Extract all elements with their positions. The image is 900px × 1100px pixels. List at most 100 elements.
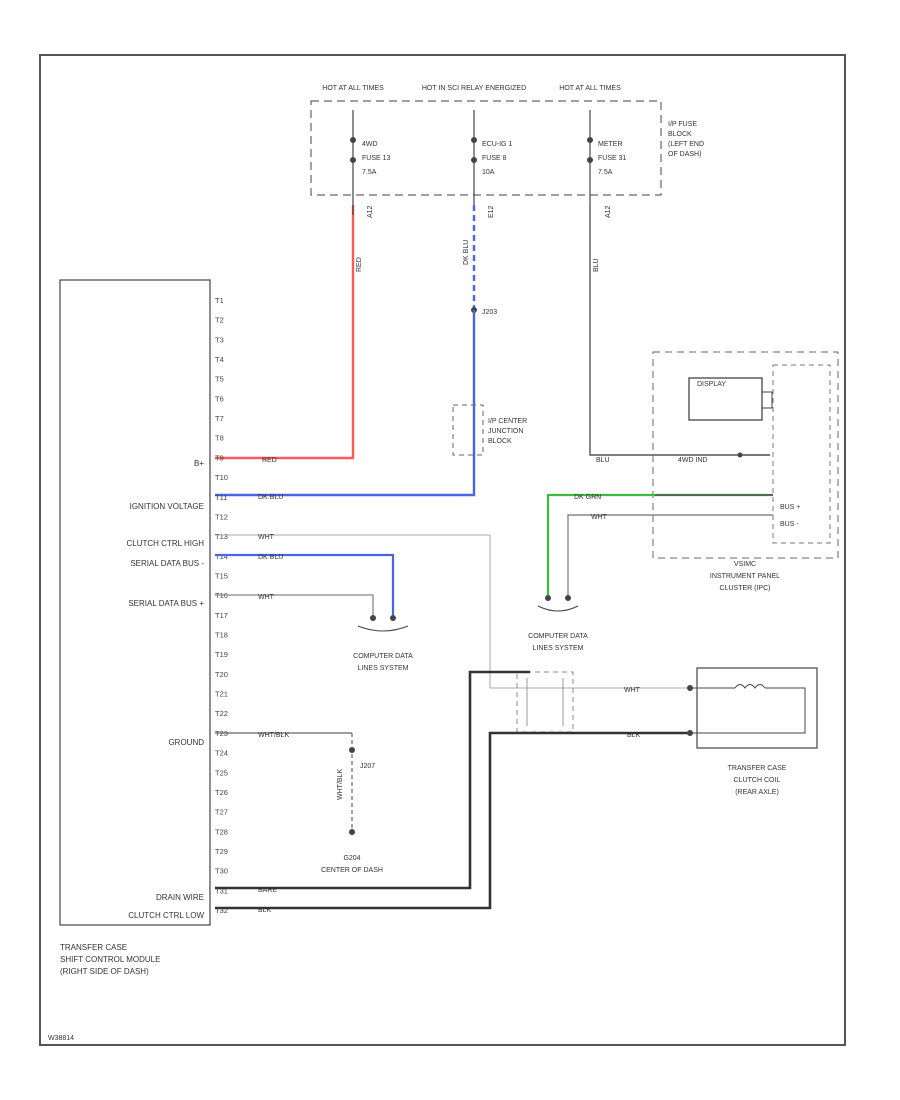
ipc-name-1: VSIMC <box>734 561 756 568</box>
fuse-ecu-name: ECU-IG 1 <box>482 141 512 148</box>
func-drain: DRAIN WIRE <box>156 893 204 902</box>
data-lines-label-left-1: COMPUTER DATA <box>353 653 413 660</box>
ipc-name-2: INSTRUMENT PANEL <box>710 573 780 580</box>
wire-wht-blk-label: WHT/BLK <box>258 732 289 739</box>
wire-blk-clutch-low <box>215 731 690 910</box>
module-pin-t6: T6 <box>215 394 224 403</box>
fuse-4wd: 4WD FUSE 13 7.5A A12 <box>350 110 391 218</box>
func-serial-minus: SERIAL DATA BUS - <box>130 559 204 568</box>
ipc-name-3: CLUSTER (IPC) <box>720 585 771 592</box>
wire-wht-serial <box>215 594 374 615</box>
wire-dkblu-ignition <box>215 455 476 497</box>
wire-wht-ipc <box>567 514 773 595</box>
ipc-bus-minus-label: BUS - <box>780 521 799 528</box>
module-pin-t24: T24 <box>215 749 228 758</box>
module-pin-t14: T14 <box>215 552 228 561</box>
hot-label-2: HOT IN SCI RELAY ENERGIZED <box>422 85 526 92</box>
transfer-case-module: T1T2T3T4T5T6T7T8T9T10T11T12T13T14T15T16T… <box>59 279 228 976</box>
wire-red-label-vert: RED <box>356 257 363 272</box>
wire-dkblu-ign-label: DK BLU <box>258 494 283 501</box>
module-pin-t1: T1 <box>215 296 224 305</box>
module-pin-t27: T27 <box>215 808 228 817</box>
module-pin-t4: T4 <box>215 355 224 364</box>
fuse-meter: METER FUSE 31 7.5A A12 <box>587 110 627 218</box>
module-pin-t15: T15 <box>215 571 228 580</box>
ground-g204-symbol <box>349 829 355 835</box>
module-pin-t30: T30 <box>215 867 228 876</box>
footer-code: W38814 <box>48 1035 74 1042</box>
wire-blk-coil-label: BLK <box>627 732 641 739</box>
wire-wht-ipc-label: WHT <box>591 514 608 521</box>
wire-dkgrn-label: DK GRN <box>574 494 601 501</box>
ground-g204-location: CENTER OF DASH <box>321 867 383 874</box>
func-serial-plus: SERIAL DATA BUS + <box>128 599 204 608</box>
wire-wht-serial-label: WHT <box>258 594 275 601</box>
ipc-bus-plus-label: BUS + <box>780 504 800 511</box>
module-pin-t12: T12 <box>215 512 228 521</box>
wire-red <box>215 205 355 460</box>
module-pin-t7: T7 <box>215 414 224 423</box>
fuse-block-location-1: I/P FUSE <box>668 121 697 128</box>
ip-junction-label-3: BLOCK <box>488 438 512 445</box>
func-b-plus: B+ <box>194 459 204 468</box>
module-pin-t18: T18 <box>215 631 228 640</box>
wire-bare-label: BARE <box>258 887 277 894</box>
module-pin-t11: T11 <box>215 493 227 502</box>
ip-junction-label-1: I/P CENTER <box>488 418 527 425</box>
module-name-2: SHIFT CONTROL MODULE <box>60 955 160 964</box>
inline-connector <box>516 671 574 733</box>
func-ignition: IGNITION VOLTAGE <box>130 502 204 511</box>
coil-name-2: CLUTCH COIL <box>734 777 781 784</box>
data-lines-label-right-2: LINES SYSTEM <box>533 645 584 652</box>
ip-junction-label-2: JUNCTION <box>488 428 523 435</box>
module-name-1: TRANSFER CASE <box>60 943 127 952</box>
data-lines-label-left-2: LINES SYSTEM <box>358 665 409 672</box>
ipc-display <box>688 377 763 421</box>
fuse-meter-rating: 7.5A <box>598 169 613 176</box>
fuse-meter-name: METER <box>598 141 623 148</box>
module-pin-t16: T16 <box>215 591 228 600</box>
wire-wht-coil-label: WHT <box>624 687 641 694</box>
module-name-3: (RIGHT SIDE OF DASH) <box>60 967 149 976</box>
wire-dkblu-label-vert: DK BLU <box>463 240 470 265</box>
wire-blu-label-vert: BLU <box>593 258 600 272</box>
fuse-4wd-name: 4WD <box>362 141 378 148</box>
module-pin-t3: T3 <box>215 335 224 344</box>
module-pin-t10: T10 <box>215 473 228 482</box>
data-lines-label-right-1: COMPUTER DATA <box>528 633 588 640</box>
wire-blu-label: BLU <box>596 457 610 464</box>
wire-blu-meter <box>589 205 770 456</box>
wire-wht-clutch-label: WHT <box>258 534 275 541</box>
module-pin-t28: T28 <box>215 827 228 836</box>
module-pin-t19: T19 <box>215 650 228 659</box>
diagram-frame <box>39 54 846 1046</box>
module-pin-t29: T29 <box>215 847 228 856</box>
splice-j207-label: J207 <box>360 763 375 770</box>
fuse-ecu-ig1: ECU-IG 1 FUSE 8 10A E12 <box>471 110 512 218</box>
module-pin-t20: T20 <box>215 670 228 679</box>
fuse-meter-circuit: A12 <box>605 205 612 218</box>
wire-dkgrn-ipc <box>546 493 773 595</box>
module-pin-t22: T22 <box>215 709 228 718</box>
module-pin-t17: T17 <box>215 611 228 620</box>
module-pin-t8: T8 <box>215 434 224 443</box>
module-pin-t5: T5 <box>215 375 224 384</box>
module-pin-t31: T31 <box>215 886 228 895</box>
module-pin-t26: T26 <box>215 788 228 797</box>
ipc-display-label: DISPLAY <box>697 381 726 388</box>
splice-j203-label: J203 <box>482 309 497 316</box>
module-pin-t13: T13 <box>215 532 228 541</box>
module-pin-t9: T9 <box>215 453 224 462</box>
fuse-block-location-4: OF DASH) <box>668 151 701 158</box>
ip-junction-block: I/P CENTER JUNCTION BLOCK <box>452 404 527 456</box>
fuse-4wd-number: FUSE 13 <box>362 155 391 162</box>
module-pin-t21: T21 <box>215 690 228 699</box>
coil-name-3: (REAR AXLE) <box>735 789 779 796</box>
module-pin-t32: T32 <box>215 906 228 915</box>
instrument-panel-cluster: DISPLAY 4WD IND BUS + BUS - VSIMC INSTRU… <box>652 351 839 592</box>
fuse-meter-number: FUSE 31 <box>598 155 627 162</box>
wire-red-label: RED <box>262 457 277 464</box>
wire-wht-clutch-high <box>215 534 690 689</box>
coil-name-1: TRANSFER CASE <box>728 765 787 772</box>
